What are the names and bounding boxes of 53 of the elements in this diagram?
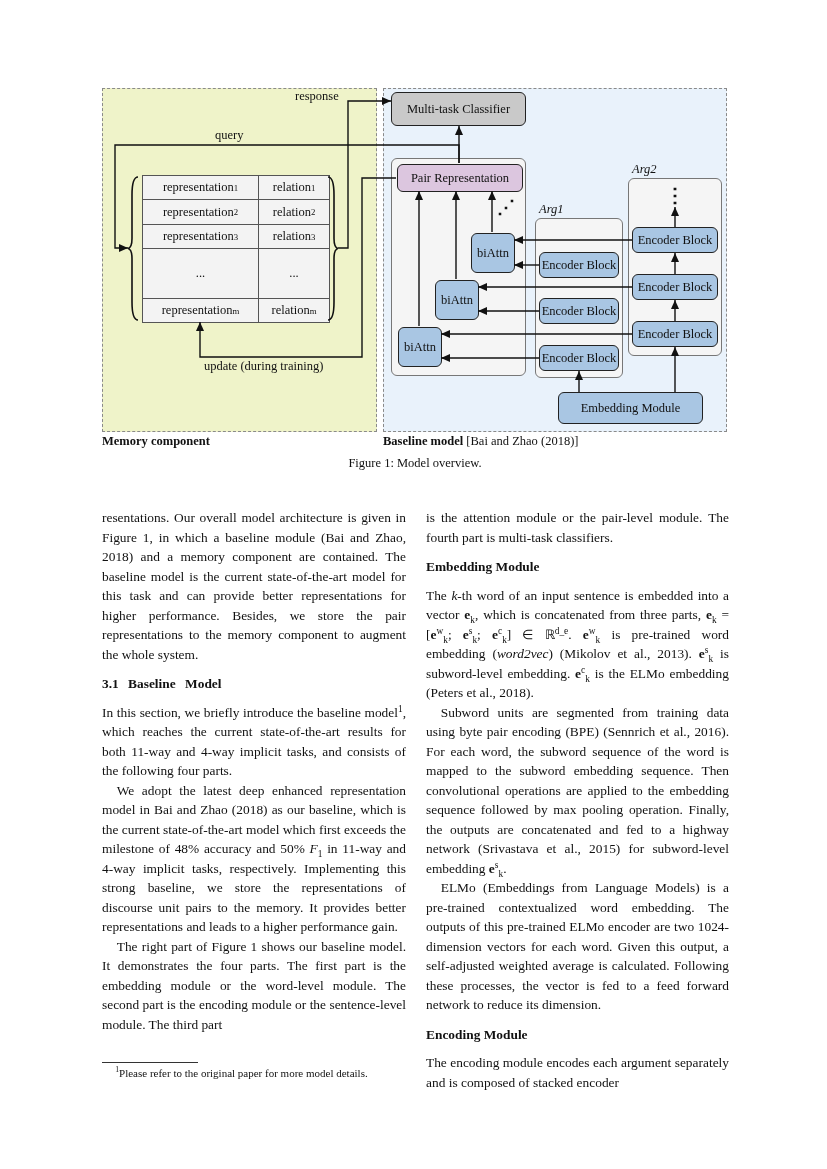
arrow (513, 236, 633, 244)
edge-label: update (during training) (203, 359, 325, 373)
arrow (671, 346, 679, 393)
pair-representation-box: Pair Representation (397, 164, 523, 192)
arrow (440, 330, 633, 338)
arrow (488, 190, 496, 233)
arrow (671, 206, 679, 228)
attention-box: biAttn (398, 327, 442, 367)
encoder-block: Encoder Block (632, 321, 718, 347)
section-heading: Encoding Module (426, 1025, 529, 1044)
encoder-block: Encoder Block (632, 227, 718, 253)
arrow (671, 299, 679, 322)
figure-caption: Figure 1: Model overview. (347, 455, 483, 471)
panel-heading: Arg1 (539, 202, 564, 217)
encoder-block: Encoder Block (539, 345, 619, 371)
arrow (477, 283, 633, 291)
arrow (440, 354, 540, 362)
embedding-module-box: Embedding Module (558, 392, 703, 424)
encoder-block: Encoder Block (539, 252, 619, 278)
arrow (575, 370, 583, 393)
classifier-box: Multi-task Classifier (391, 92, 526, 126)
arrow (513, 261, 540, 269)
arrow (671, 252, 679, 275)
arrow (114, 144, 460, 252)
arrow (477, 307, 540, 315)
panel-heading: Memory component (102, 434, 210, 449)
panel-heading: Baseline model [Bai and Zhao (2018)] (383, 434, 579, 449)
encoder-block: Encoder Block (632, 274, 718, 300)
ellipsis-mark: ⋮ (665, 183, 685, 207)
paragraph: We adopt the latest deep enhanced representation model in Bai and Zhao (2018) as our baseline, which is the current state-of-the-art model which first exceeds the milestone of 48% accuracy and 50% F$_{1}$ in 11-way and 4-way implicit tasks, respectively. Implementing this strong baseline, we store the representations of discourse unit pairs to the memory. It provides better representations and leads to a higher performance gain. (102, 781, 406, 936)
paragraph: resentations. Our overall model architecture is given in Figure 1, in which a baseline module (Bai and Zhao, 2018) and a memory component are contained. The baseline model is the current state-of-the-art model for this task and can provide better representations for higher performance. Besides, we store the pair representations to the memory component to augment the whole system. (102, 509, 406, 664)
paragraph: is the attention module or the pair-level module. The fourth part is multi-task classifiers. (426, 509, 729, 547)
paragraph: The k-th word of an input sentence is embedded into a vector e$_{k}$, which is concatenated from three parts, e$_{k}$ = [e$^{w}$$_{k}$; e$^{s}$$_{k}$; e$^{c}$$_{k}$] ∈ ℝ$^{d_e}$. e$^{w}$$_{k}$ is pre-trained word embedding (word2vec) (Mikolov et al., 2013). e$^{s}$$_{k}$ is subword-level embedding. e$^{c}$$_{k}$ is the ELMo embedding (Peters et al., 2018). (426, 586, 729, 702)
section-heading: Embedding Module (426, 558, 541, 576)
paragraph: The encoding module encodes each argument separately and is composed of stacked encoder (426, 1054, 729, 1092)
arrow (337, 97, 392, 249)
paragraph: Subword units are segmented from training data using byte pair encoding (BPE) (Sennrich et al., 2016). For each word, the subword sequence of the word is mapped to the subword embedding sequence. Then convolutional operations are applied to the embedding sequence followed by max pooling operation. Finally, the outputs are concatenated and fed to a highway network (Srivastava et al., 2015) for subword-level embedding e$^{s}$$_{k}$. (426, 703, 729, 878)
table-cell: ... (258, 248, 330, 299)
attention-group-box (391, 158, 526, 376)
section-heading: 3.1 Baseline Model (102, 675, 223, 693)
ellipsis-mark: ⋰ (497, 197, 515, 217)
attention-box: biAttn (435, 280, 479, 320)
footnote: $^{1}$Please refer to the original paper for more model details. (114, 1066, 369, 1080)
arrow (452, 190, 460, 280)
arrow (196, 177, 397, 358)
table-cell: ... (142, 248, 259, 299)
arrow (415, 190, 423, 327)
paragraph: ELMo (Embeddings from Language Models) is a pre-trained contextualized word embedding. The outputs of this pre-trained ELMo encoder are two 1024-dimension vectors for each word. Given this output, a self-adjusted weighted average is calculated. Following these processes, the vector is fed to a feed forward network to reduce its dimension. (426, 879, 729, 1014)
paragraph: The right part of Figure 1 shows our baseline model. It demonstrates the four parts. The first part is the embedding module or the word-level module. The second part is the encoding module or the sentence-level module. The third part (102, 937, 406, 1034)
panel-heading: Arg2 (632, 162, 657, 177)
attention-box: biAttn (471, 233, 515, 273)
encoder-block: Encoder Block (539, 298, 619, 324)
paragraph: In this section, we briefly introduce the baseline model$^{1}$, which reaches the current state-of-the-art results for both 11-way and 4-way implicit tasks, and consists of the following four parts. (102, 702, 406, 780)
